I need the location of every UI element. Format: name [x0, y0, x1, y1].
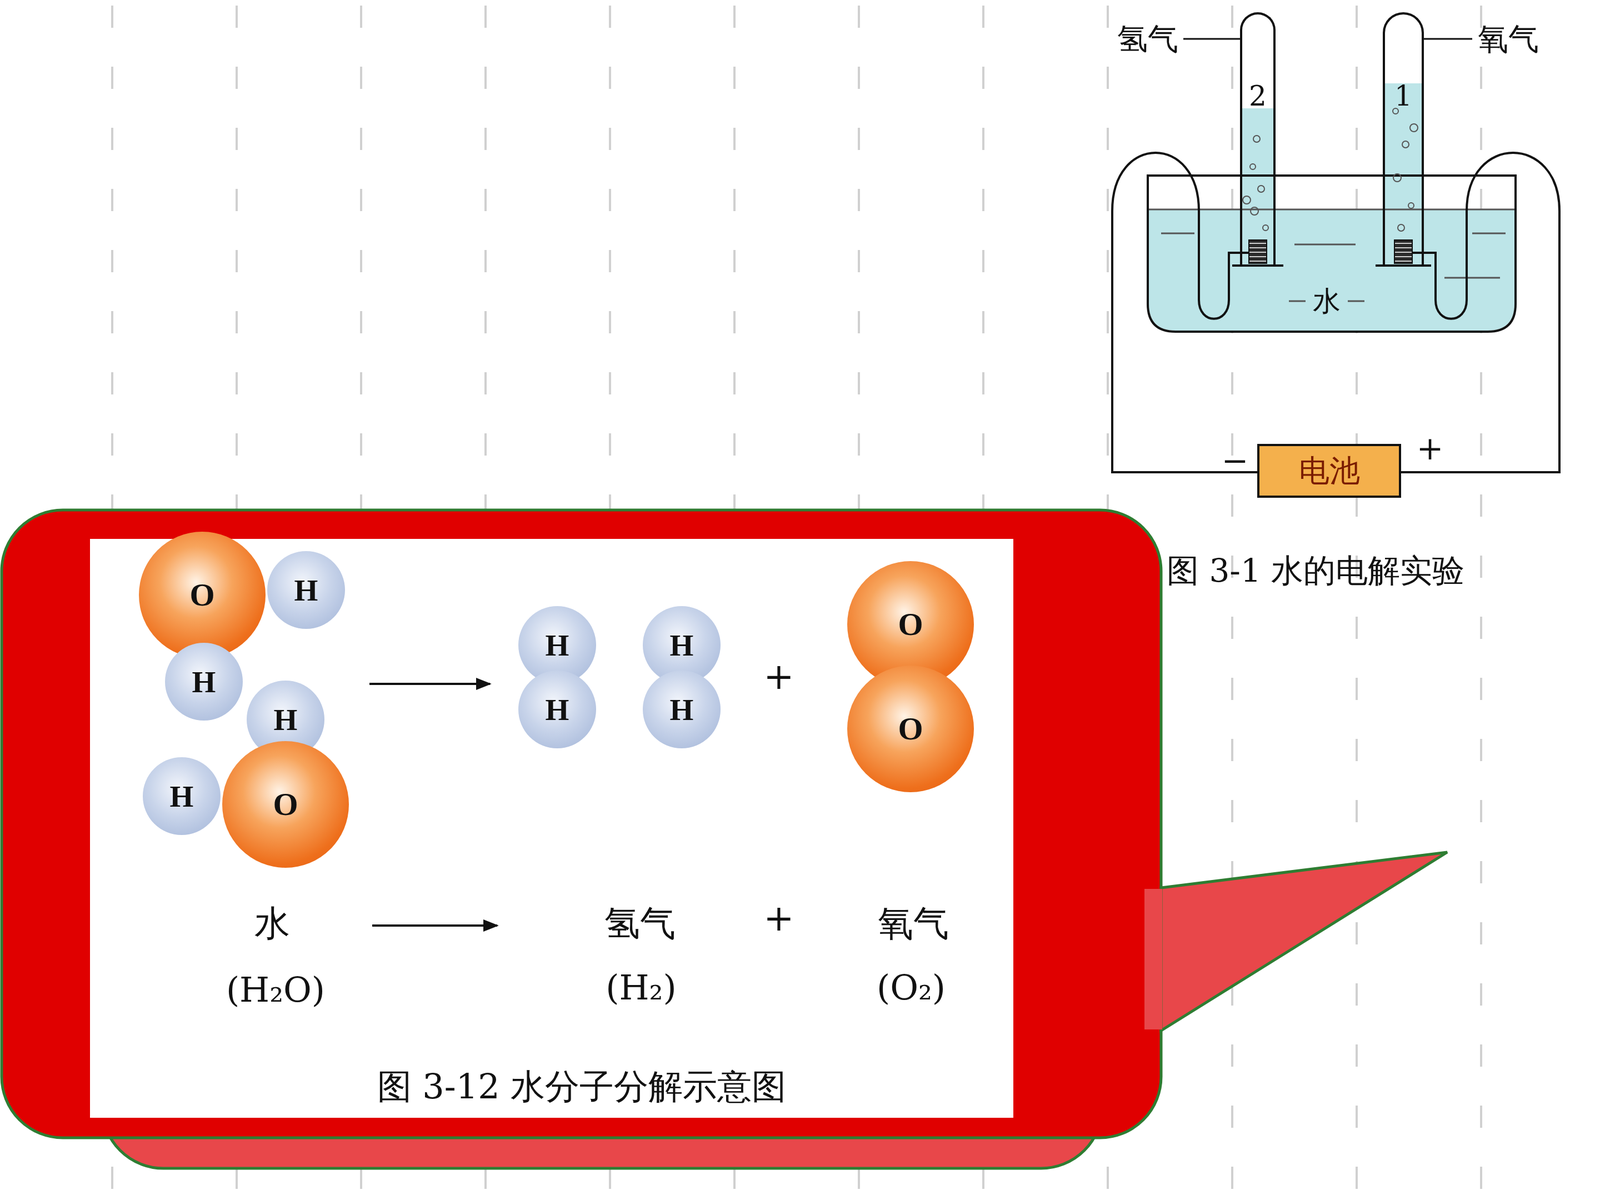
reaction-arrow — [369, 682, 490, 685]
text-label: + — [763, 898, 794, 939]
text-label: − — [1221, 443, 1249, 479]
hydrogen-atom: H — [165, 642, 243, 721]
oxygen-atom: O — [222, 741, 349, 868]
text-label: 氧气 — [1477, 22, 1539, 57]
beaker — [1147, 175, 1516, 332]
hydrogen-atom: H — [642, 670, 721, 749]
node-text: H — [545, 694, 570, 725]
grid-line — [1480, 5, 1483, 1200]
test-tube: 2 — [1240, 12, 1276, 266]
test-tube: 1 — [1382, 12, 1424, 266]
electrode — [1248, 240, 1267, 264]
bubble — [1253, 135, 1260, 143]
text-label: 水 — [254, 903, 290, 943]
leader-line — [1183, 38, 1240, 40]
bubble — [1397, 224, 1405, 232]
text-label: 氢气 — [604, 903, 676, 943]
text-label: + — [1416, 431, 1444, 467]
node-text: H — [670, 630, 694, 661]
text-label: 氧气 — [877, 903, 949, 943]
water — [1148, 209, 1515, 331]
node-text: 2 — [1248, 82, 1267, 110]
callout-box — [1, 510, 1162, 1138]
node-text: H — [670, 694, 694, 725]
node-text: H — [545, 630, 570, 661]
text-label: 水 — [1312, 286, 1341, 317]
hydrogen-atom: H — [142, 757, 221, 835]
tube-water — [1240, 108, 1276, 266]
hydrogen-atom: H — [518, 670, 597, 749]
node-text: 1 — [1394, 82, 1413, 110]
text-label: (H₂O) — [226, 971, 325, 1009]
callout-pointer — [1161, 852, 1448, 1031]
node-text: H — [294, 575, 319, 606]
text-label: 氢气 — [1117, 22, 1179, 57]
node-text: H — [170, 781, 194, 812]
node-text: H — [192, 666, 217, 698]
oxygen-atom: O — [847, 665, 974, 793]
node-text: O — [272, 788, 298, 821]
bubble — [1250, 163, 1256, 170]
battery-box: 电池 — [1257, 443, 1402, 498]
text-label: (O₂) — [876, 968, 946, 1007]
electrode — [1394, 240, 1413, 264]
callout-pointer-base — [1144, 888, 1163, 1030]
grid-line — [1231, 5, 1234, 1200]
bubble — [1242, 196, 1251, 204]
gas-bubbles — [1242, 108, 1418, 232]
tube-flange — [1232, 264, 1432, 267]
node-text: O — [897, 608, 923, 641]
wire — [1401, 152, 1560, 473]
bubble — [1262, 225, 1269, 231]
bubble — [1393, 173, 1402, 182]
hydrogen-atom: H — [267, 551, 345, 629]
leader-line — [1423, 38, 1473, 40]
node-text: H — [273, 704, 298, 735]
node-text: O — [897, 712, 923, 745]
oxygen-atom: O — [138, 531, 266, 659]
node-text: O — [189, 578, 215, 612]
bubble — [1410, 123, 1418, 132]
bubble — [1408, 202, 1414, 209]
grid-line — [1355, 5, 1358, 1200]
text-label: (H₂) — [605, 968, 677, 1007]
bubble — [1402, 141, 1409, 148]
figure-caption: 图 3-1 水的电解实验 — [1166, 553, 1465, 589]
wire — [1112, 152, 1258, 473]
bubble — [1250, 207, 1259, 215]
reaction-arrow — [372, 924, 498, 927]
figure-caption: 图 3-12 水分子分解示意图 — [377, 1067, 787, 1106]
text-label: + — [763, 656, 794, 698]
node-text: 电池 — [1298, 455, 1360, 487]
bubble — [1257, 185, 1265, 193]
